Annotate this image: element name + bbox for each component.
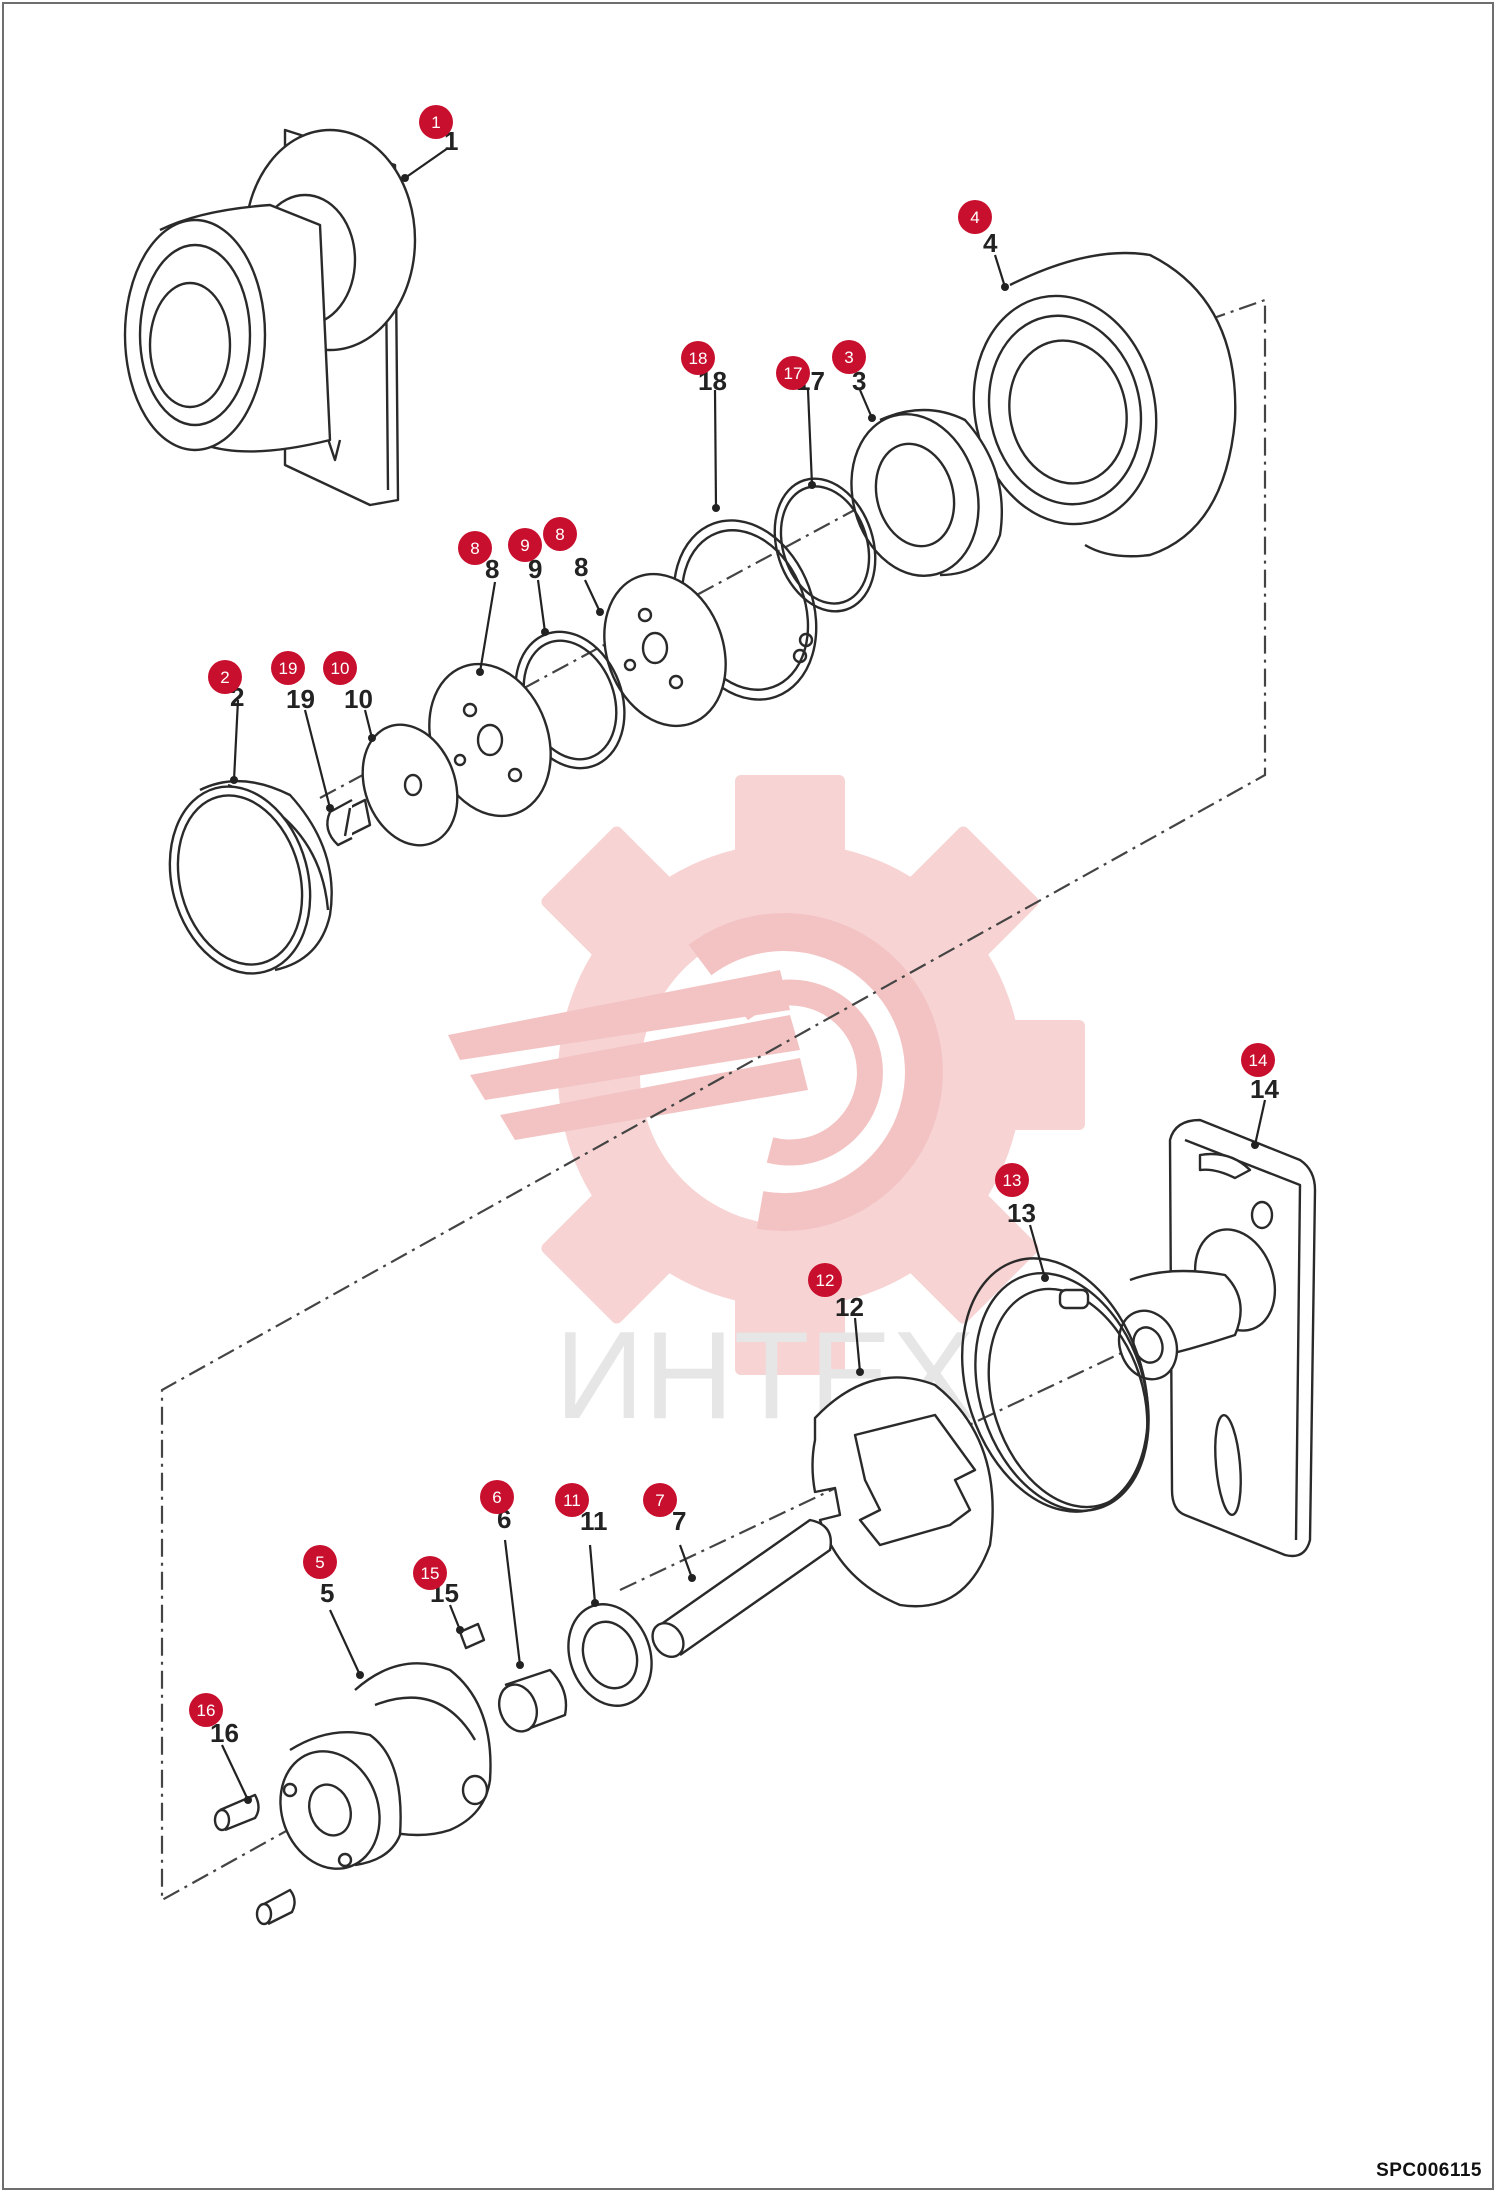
svg-text:16: 16 [197, 1701, 216, 1720]
svg-text:12: 12 [816, 1271, 835, 1290]
badge-part-13[interactable]: 13 [995, 1163, 1029, 1197]
svg-text:2: 2 [220, 668, 229, 687]
svg-text:15: 15 [421, 1564, 440, 1583]
badge-part-17[interactable]: 17 [776, 356, 810, 390]
svg-text:4: 4 [970, 208, 979, 227]
part-1-assembled-roller [123, 128, 417, 507]
svg-text:8: 8 [470, 539, 479, 558]
badge-part-5[interactable]: 5 [303, 1545, 337, 1579]
svg-text:18: 18 [689, 349, 708, 368]
badge-part-1[interactable]: 1 [419, 105, 453, 139]
badge-part-10[interactable]: 10 [323, 651, 357, 685]
label-part-10: 10 [344, 684, 373, 714]
badge-part-15[interactable]: 15 [413, 1556, 447, 1590]
label-part-4: 4 [983, 228, 998, 258]
badge-part-19[interactable]: 19 [271, 651, 305, 685]
part-2-cap [168, 780, 333, 975]
label-part-8-b: 8 [574, 552, 588, 582]
part-14-bracket [1117, 1118, 1317, 1558]
label-part-12: 12 [835, 1292, 864, 1322]
part-12-cam-plate [811, 1376, 994, 1608]
part-11-bearing-ring [567, 1603, 653, 1707]
part-13-spring [960, 1257, 1150, 1513]
badge-part-7[interactable]: 7 [643, 1483, 677, 1517]
badge-part-6[interactable]: 6 [480, 1480, 514, 1514]
drawing-number: SPC006115 [1376, 2160, 1482, 2181]
svg-text:6: 6 [492, 1488, 501, 1507]
badge-part-11[interactable]: 11 [555, 1483, 589, 1517]
badge-part-16[interactable]: 16 [189, 1693, 223, 1727]
label-part-13: 13 [1007, 1198, 1036, 1228]
part-number-labels: 1 4 18 17 3 8 9 8 2 19 10 14 13 12 6 11 … [210, 126, 1279, 1748]
badge-part-9[interactable]: 9 [508, 528, 542, 562]
label-part-19: 19 [286, 684, 315, 714]
watermark-logo: ИНТЕХ [448, 775, 1085, 1445]
svg-text:8: 8 [555, 525, 564, 544]
svg-text:13: 13 [1003, 1171, 1022, 1190]
leader-dots [230, 174, 1259, 1804]
label-part-14: 14 [1250, 1074, 1279, 1104]
svg-text:17: 17 [784, 364, 803, 383]
svg-text:1: 1 [431, 113, 440, 132]
svg-text:5: 5 [315, 1553, 324, 1572]
watermark-speed-lines [448, 970, 808, 1140]
svg-text:3: 3 [844, 348, 853, 367]
label-part-7: 7 [672, 1506, 686, 1536]
part-3-seal-ring [850, 408, 1004, 578]
label-part-9: 9 [528, 554, 542, 584]
badge-part-3[interactable]: 3 [832, 340, 866, 374]
label-part-3: 3 [852, 366, 866, 396]
badge-part-2[interactable]: 2 [208, 660, 242, 694]
badge-part-8-a[interactable]: 8 [458, 531, 492, 565]
part-6-bushing [497, 1668, 568, 1733]
part-4-outer-ring [972, 251, 1237, 558]
badge-part-12[interactable]: 12 [808, 1263, 842, 1297]
svg-text:19: 19 [279, 659, 298, 678]
svg-text:7: 7 [655, 1491, 664, 1510]
label-part-8-a: 8 [485, 554, 499, 584]
label-part-5: 5 [320, 1578, 334, 1608]
svg-text:11: 11 [563, 1491, 581, 1510]
svg-text:9: 9 [520, 536, 529, 555]
badge-part-8-b[interactable]: 8 [543, 517, 577, 551]
part-10-washer [361, 723, 459, 847]
badge-part-4[interactable]: 4 [958, 200, 992, 234]
svg-text:14: 14 [1249, 1051, 1268, 1070]
part-5-hub [279, 1662, 492, 1870]
callout-badges[interactable]: 1 4 18 17 3 8 9 8 2 19 10 14 13 12 6 11 … [189, 105, 1275, 1727]
part-8-plate-lower [428, 662, 552, 818]
leader-lines [221, 147, 1267, 1801]
part-8-plate-upper [603, 572, 727, 728]
svg-text:10: 10 [331, 659, 350, 678]
part-15-pin [458, 1622, 486, 1650]
badge-part-14[interactable]: 14 [1241, 1043, 1275, 1077]
part-19-bolt [326, 798, 372, 847]
badge-part-18[interactable]: 18 [681, 341, 715, 375]
part-7-shaft [651, 1518, 832, 1658]
